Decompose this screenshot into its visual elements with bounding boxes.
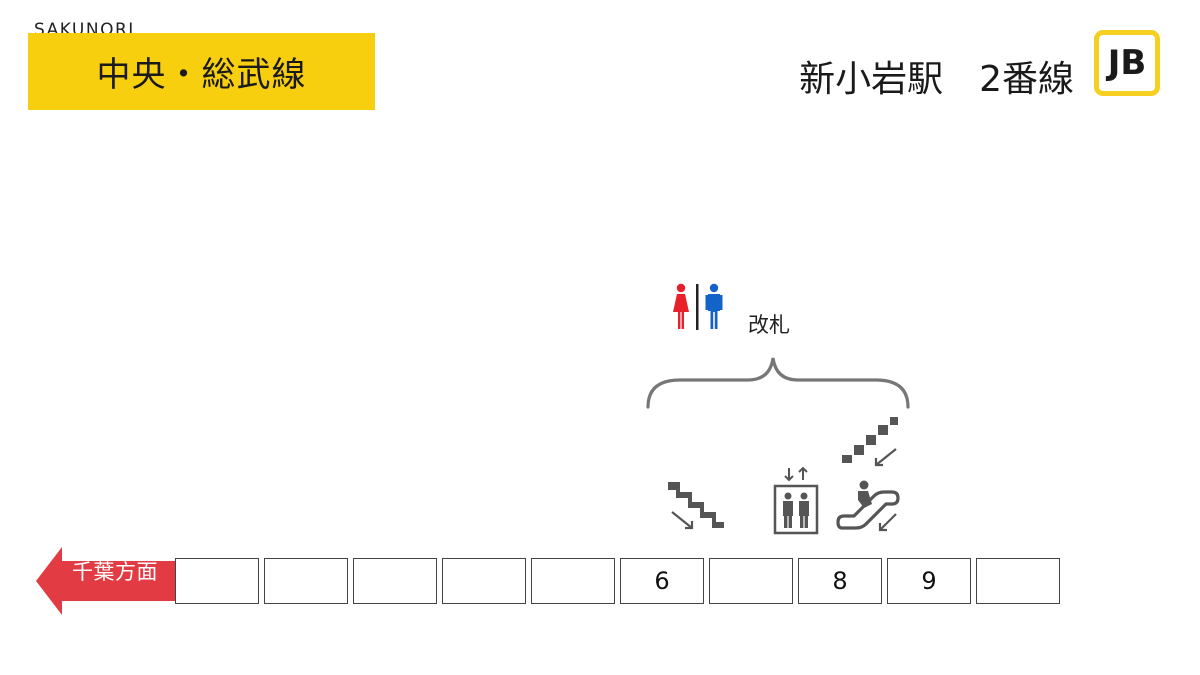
stairs-up-icon	[842, 417, 898, 467]
car-2	[264, 558, 348, 604]
train-cars: 6 8 9	[175, 558, 1065, 604]
line-name: 中央・総武線	[96, 55, 307, 95]
line-badge: JB	[1094, 30, 1160, 96]
direction-label: 千葉方面	[72, 560, 158, 584]
brace-icon	[646, 357, 910, 409]
line-name-box: 中央・総武線	[28, 33, 375, 110]
station-title: 新小岩駅 2番線	[799, 59, 1074, 100]
direction-arrow	[36, 547, 176, 615]
stairs-down-icon	[668, 482, 724, 530]
elevator-icon	[773, 466, 819, 535]
car-6: 6	[620, 558, 704, 604]
car-4	[442, 558, 526, 604]
car-5	[531, 558, 615, 604]
car-9: 9	[887, 558, 971, 604]
ticket-gate-label: 改札	[748, 313, 790, 337]
restroom-icon	[673, 283, 723, 330]
car-8: 8	[798, 558, 882, 604]
car-7	[709, 558, 793, 604]
car-3	[353, 558, 437, 604]
car-10	[976, 558, 1060, 604]
escalator-down-icon	[836, 480, 900, 532]
car-1	[175, 558, 259, 604]
